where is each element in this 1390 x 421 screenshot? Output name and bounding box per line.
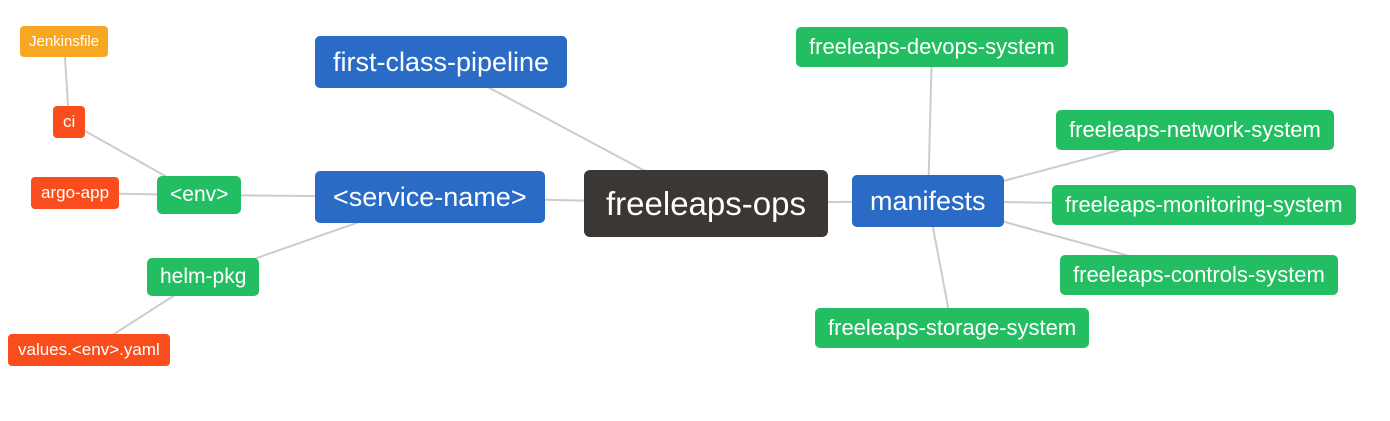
node-first-class-pipeline[interactable]: first-class-pipeline <box>315 36 568 88</box>
node-jenkinsfile[interactable]: Jenkinsfile <box>20 26 109 57</box>
node-freeleaps-network-system[interactable]: freeleaps-network-system <box>1056 110 1334 150</box>
node-freeleaps-storage-system[interactable]: freeleaps-storage-system <box>815 308 1090 348</box>
node-freeleaps-devops-system[interactable]: freeleaps-devops-system <box>796 27 1068 67</box>
node-service-name[interactable]: <service-name> <box>315 171 545 223</box>
node-manifests[interactable]: manifests <box>852 175 1004 227</box>
node-helm-pkg[interactable]: helm-pkg <box>147 258 260 296</box>
node-freeleaps-monitoring-system[interactable]: freeleaps-monitoring-system <box>1052 185 1356 225</box>
node-argo-app[interactable]: argo-app <box>31 177 120 209</box>
node-env[interactable]: <env> <box>157 176 242 214</box>
node-freeleaps-ops-root[interactable]: freeleaps-ops <box>584 170 828 237</box>
node-ci[interactable]: ci <box>53 106 86 138</box>
node-freeleaps-controls-system[interactable]: freeleaps-controls-system <box>1060 255 1338 295</box>
node-values-env-yaml[interactable]: values.<env>.yaml <box>8 334 170 366</box>
